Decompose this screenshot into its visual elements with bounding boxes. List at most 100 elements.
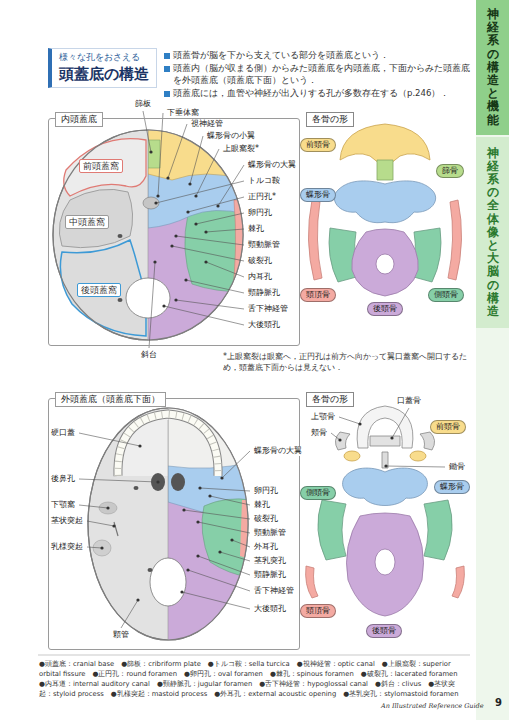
part-label: 舌下神経管 [253,586,295,596]
leader-line [198,556,250,575]
running-footer: An Illustrated Reference Guide [380,702,485,710]
panel-title: 内頭蓋底 [55,112,103,127]
footnote: *上眼窩裂は眼窩へ，正円孔は前方へ向かって翼口蓋窩へ開口するため，頭蓋底下面から… [222,352,472,374]
leader-line [386,466,445,467]
part-label: 卵円孔 [253,486,279,496]
body-text: 頭蓋底には，血管や神経が出入りする孔が多数存在する（p.246）． [163,88,473,100]
part-label: 外耳孔 [253,542,279,552]
fossa-label: 中頭蓋窩 [65,215,109,229]
leader-line [164,306,244,325]
leader-dot [162,304,165,307]
bone-tag: 篩骨 [436,164,464,178]
leader-dot [358,422,361,425]
part-label: 正円孔* [247,192,277,202]
leader-dot [384,464,387,467]
leader-line [198,522,250,533]
node-text: 側頭骨 [434,290,458,300]
leader-line [206,262,244,277]
title-box: 様々な孔をおさえる頭蓋底の構造 [48,48,157,88]
fossa-label: 後頭蓋窩 [77,283,121,297]
leader-line [210,496,250,505]
part-label: 頸動脈管 [253,528,287,538]
leader-line [339,417,360,424]
node-text: 後頭蓋窩 [81,285,117,295]
part-label: 乳様突起 [50,542,84,552]
outer-bone-parts [306,406,465,616]
leader-line [168,124,187,178]
leader-dot [180,590,183,593]
leader-dot [153,260,156,263]
part-label: 卵円孔 [247,208,273,218]
leader-dot [112,524,115,527]
leader-line [392,408,409,438]
leader-dot [390,436,393,439]
bone-tag: 前頭骨 [430,420,466,434]
leader-dot [194,194,197,197]
part-label: 篩板 [134,99,152,109]
part-label: 頸静脈孔 [253,570,287,580]
node-text: 蝶形骨 [440,482,464,492]
section-label: 各骨の形 [306,112,354,127]
section-tab: 神経系の全体像と大脳の構造 [476,137,509,328]
leader-line [220,552,250,561]
leader-line [182,592,250,609]
leader-line [196,213,244,224]
leader-dot [166,176,169,179]
leader-line [172,246,244,261]
leader-dot [218,550,221,553]
part-label: 鋤骨 [448,462,466,472]
part-label: 後鼻孔 [50,474,76,484]
leader-line [79,433,140,446]
part-label: 大後頭孔 [253,604,287,614]
part-label: 蝶形骨の大翼 [247,160,297,170]
part-label: 斜台 [140,350,158,360]
rule [38,655,470,656]
node-text: 中頭蓋窩 [69,217,105,227]
leader-line [121,600,138,628]
node-text: 後頭骨 [372,626,396,636]
node-text: 後頭骨 [373,304,397,314]
leader-dot [182,508,185,511]
leader-line [331,433,340,440]
body-text: 頭蓋内（脳が収まる側）からみた頭蓋底を内頭蓋底，下面からみた頭蓋底を外頭蓋底（頭… [163,63,473,87]
leader-line [190,136,203,184]
section-label: 各骨の形 [306,392,354,407]
leader-dot [186,568,189,571]
node-text: 前頭蓋窩 [83,161,119,171]
leader-line [156,181,244,203]
leader-line [196,149,219,196]
leader-dot [154,201,157,204]
leader-line [188,197,244,212]
leader-dot [184,278,187,281]
leader-dot [194,222,197,225]
part-label: 上顎骨 [310,412,336,422]
page-number: 9 [494,697,503,710]
bone-tag: 後頭骨 [366,624,402,638]
leader-line [158,113,163,196]
fossa-label: 前頭蓋窩 [79,159,123,173]
kicker: 様々な孔をおさえる [59,52,149,63]
part-label: 下顎窩 [50,500,76,510]
leader-dot [208,494,211,497]
node-text: 蝶形骨 [306,190,330,200]
side-band [476,0,509,720]
body-text: 頭蓋骨が脳を下から支えている部分を頭蓋底という． [163,50,473,62]
leader-dot [196,520,199,523]
leader-dot [188,182,191,185]
part-label: 視神経管 [190,119,224,129]
inner-skull-base [53,128,248,343]
part-label: 頬骨 [310,428,328,438]
leader-dot [174,298,177,301]
leader-dot [204,260,207,263]
leader-dot [186,210,189,213]
part-label: 内耳孔 [247,272,273,282]
part-label: 大後頭孔 [247,320,281,330]
leader-line [176,300,244,309]
node-text: 神経系の構造と機能 [487,8,499,127]
node-text: 前頭骨 [306,140,330,150]
leader-dot [156,480,159,483]
part-label: 下垂体窩 [166,108,200,118]
leader-dot [216,204,219,207]
bone-tag: 側頭骨 [300,486,336,500]
leader-line [188,570,250,591]
